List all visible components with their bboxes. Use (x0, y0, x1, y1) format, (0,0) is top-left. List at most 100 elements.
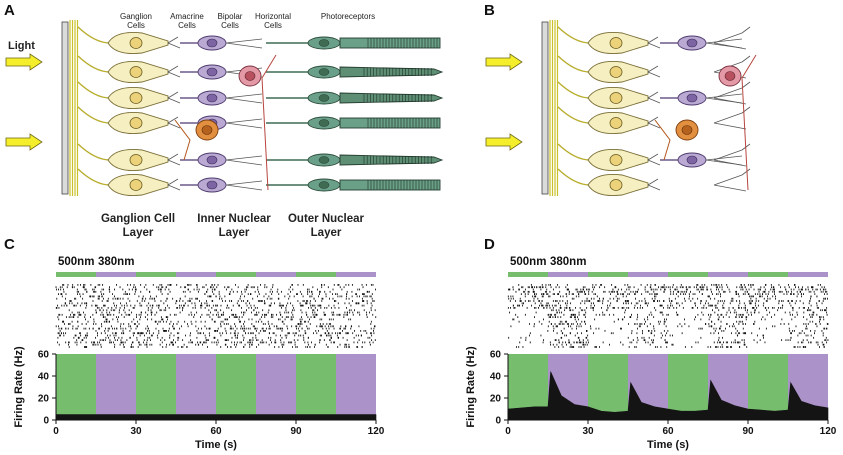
stimulus-background (176, 354, 216, 420)
ganglion-nucleus (609, 117, 623, 129)
stimulus-background (256, 354, 296, 420)
ganglion-cell-layer-label: Ganglion Cell Layer (100, 213, 176, 239)
c-wavelength-380-label: 380nm (98, 256, 135, 268)
bipolar-nucleus (206, 155, 218, 165)
panel-letter-d: D (484, 236, 495, 253)
ganglion-axon (557, 55, 591, 73)
light-arrow (485, 133, 523, 151)
amacrine-process (174, 119, 191, 161)
x-axis-label: Time (s) (195, 439, 237, 451)
photoreceptor-nucleus (318, 68, 330, 76)
inner-nuclear-layer-label: Inner Nuclear Layer (197, 213, 271, 239)
ganglion-axon (77, 106, 111, 124)
bipolar-nucleus (206, 180, 218, 190)
horizontal-process (261, 54, 277, 191)
inner-limiting-membrane (61, 21, 69, 195)
ganglion-nucleus (129, 37, 143, 49)
stimulus-bar-segment (136, 272, 176, 277)
x-tick-label: 60 (662, 426, 674, 437)
y-axis-label: Firing Rate (Hz) (13, 346, 25, 428)
bipolar-dendrite (705, 93, 743, 104)
horizontal-cells-label: Horizontal Cells (254, 12, 291, 30)
bipolar-nucleus (686, 38, 698, 48)
bipolar-nucleus (206, 93, 218, 103)
ganglion-dendrite (167, 178, 181, 191)
ganglion-axon (77, 143, 111, 161)
y-tick-label: 0 (495, 416, 501, 427)
remodelled-dendrite (713, 81, 751, 105)
amacrine-cells-label: Amacrine Cells (170, 12, 204, 30)
photoreceptors-label: Photoreceptors (320, 12, 376, 21)
photoreceptor-nucleus (318, 156, 330, 164)
ganglion-axon (557, 26, 591, 44)
retina-diagram-b (485, 20, 757, 196)
ganglion-nucleus (609, 92, 623, 104)
bipolar-dendrite (705, 38, 743, 49)
bipolar-dendrite (705, 155, 743, 166)
ganglion-nucleus (129, 179, 143, 191)
stimulus-background (96, 354, 136, 420)
ganglion-nucleus (609, 179, 623, 191)
ganglion-axon (77, 26, 111, 44)
stimulus-background (336, 354, 376, 420)
panel-letter-b: B (484, 2, 495, 19)
horizontal-nucleus (724, 71, 736, 81)
ganglion-dendrite (647, 116, 661, 129)
cone-outer-segment (339, 92, 444, 104)
cone-outer-segment (339, 154, 444, 166)
ganglion-dendrite (167, 116, 181, 129)
ganglion-cells-label: Ganglion Cells (119, 12, 153, 30)
stimulus-background (296, 354, 336, 420)
panel-letter-c: C (4, 236, 15, 253)
photoreceptor-nucleus (318, 181, 330, 189)
bipolar-nucleus (686, 93, 698, 103)
x-tick-label: 30 (582, 426, 594, 437)
photoreceptor-nucleus (318, 94, 330, 102)
y-tick-label: 60 (38, 350, 50, 361)
bipolar-dendrite (225, 118, 263, 129)
x-tick-label: 30 (130, 426, 142, 437)
ganglion-dendrite (647, 65, 661, 78)
stimulus-bar-segment (216, 272, 256, 277)
firing-rate-area (55, 414, 377, 421)
ganglion-nucleus (129, 117, 143, 129)
ganglion-dendrite (647, 153, 661, 166)
stimulus-background (136, 354, 176, 420)
bipolar-dendrite (225, 93, 263, 104)
cone-outer-segment (339, 66, 444, 78)
stimulus-bar-segment (296, 272, 336, 277)
x-tick-label: 120 (820, 426, 837, 437)
stimulus-bar-segment (336, 272, 376, 277)
ganglion-dendrite (167, 153, 181, 166)
stimulus-bar-segment (548, 272, 588, 277)
rod-outer-segment (339, 179, 441, 191)
ganglion-nucleus (129, 154, 143, 166)
retina-diagram-a (5, 20, 444, 196)
ganglion-dendrite (647, 91, 661, 104)
d-wavelength-380-label: 380nm (550, 256, 587, 268)
ganglion-nucleus (609, 66, 623, 78)
stimulus-background (56, 354, 96, 420)
rod-outer-segment (339, 37, 441, 49)
ganglion-dendrite (647, 178, 661, 191)
ganglion-axon (557, 106, 591, 124)
x-tick-label: 0 (505, 426, 511, 437)
bipolar-nucleus (206, 38, 218, 48)
light-label: Light (8, 40, 35, 52)
stimulus-background (748, 354, 788, 420)
x-tick-label: 60 (210, 426, 222, 437)
remodelled-dendrite (713, 168, 751, 192)
light-arrow (485, 53, 523, 71)
ganglion-axon (77, 55, 111, 73)
panel-letter-a: A (4, 2, 15, 19)
bipolar-dendrite (225, 38, 263, 49)
amacrine-nucleus (681, 125, 693, 135)
ganglion-nucleus (129, 92, 143, 104)
c-wavelength-500-label: 500nm (58, 256, 95, 268)
firing-rate-area (507, 371, 829, 421)
stimulus-bar-segment (668, 272, 708, 277)
outer-nuclear-layer-label: Outer Nuclear Layer (287, 213, 365, 239)
bipolar-nucleus (686, 155, 698, 165)
stimulus-bar-segment (176, 272, 216, 277)
